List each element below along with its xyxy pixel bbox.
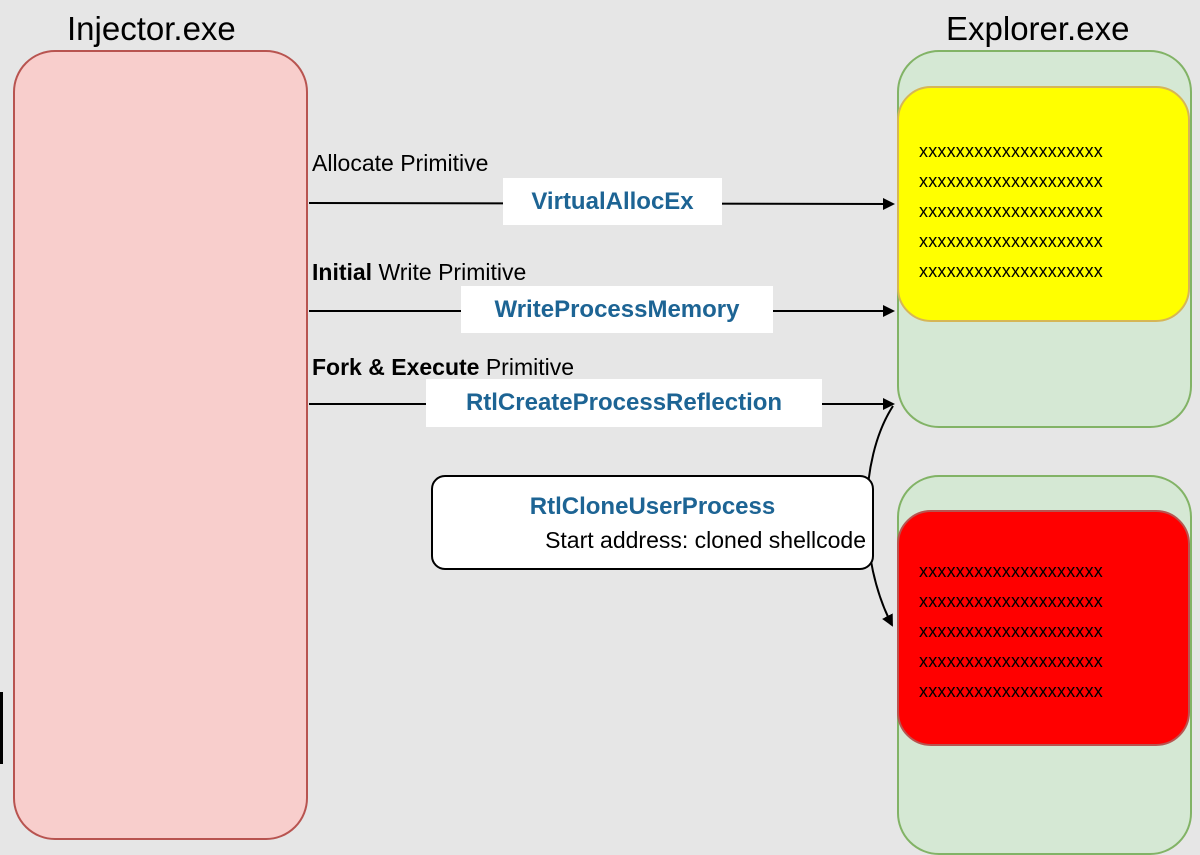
cloned-memory-content: xxxxxxxxxxxxxxxxxxxx xxxxxxxxxxxxxxxxxxx… [919, 561, 1103, 701]
callout-title: RtlCloneUserProcess [529, 493, 776, 520]
explorer-memory-region: xxxxxxxxxxxxxxxxxxxx xxxxxxxxxxxxxxxxxxx… [897, 86, 1190, 322]
memory-content: xxxxxxxxxxxxxxxxxxxx xxxxxxxxxxxxxxxxxxx… [919, 141, 1103, 281]
api-writeprocessmemory: WriteProcessMemory [461, 286, 773, 333]
injector-process-box [13, 50, 308, 840]
clone-callout: RtlCloneUserProcess Start address: clone… [431, 475, 874, 570]
api-virtualallocex: VirtualAllocEx [503, 178, 722, 225]
cloned-memory-region: xxxxxxxxxxxxxxxxxxxx xxxxxxxxxxxxxxxxxxx… [897, 510, 1190, 746]
fork-execute-primitive-label: Fork & Execute Primitive [312, 354, 575, 380]
api-rtlcreateprocessreflection: RtlCreateProcessReflection [426, 379, 822, 427]
allocate-primitive-label: Allocate Primitive [312, 150, 489, 176]
callout-subtitle: Start address: cloned shellcode [545, 527, 866, 553]
explorer-title: Explorer.exe [946, 10, 1130, 47]
edge-mark [0, 692, 3, 764]
injector-title: Injector.exe [67, 10, 236, 47]
write-primitive-label: Initial Write Primitive [312, 259, 527, 285]
